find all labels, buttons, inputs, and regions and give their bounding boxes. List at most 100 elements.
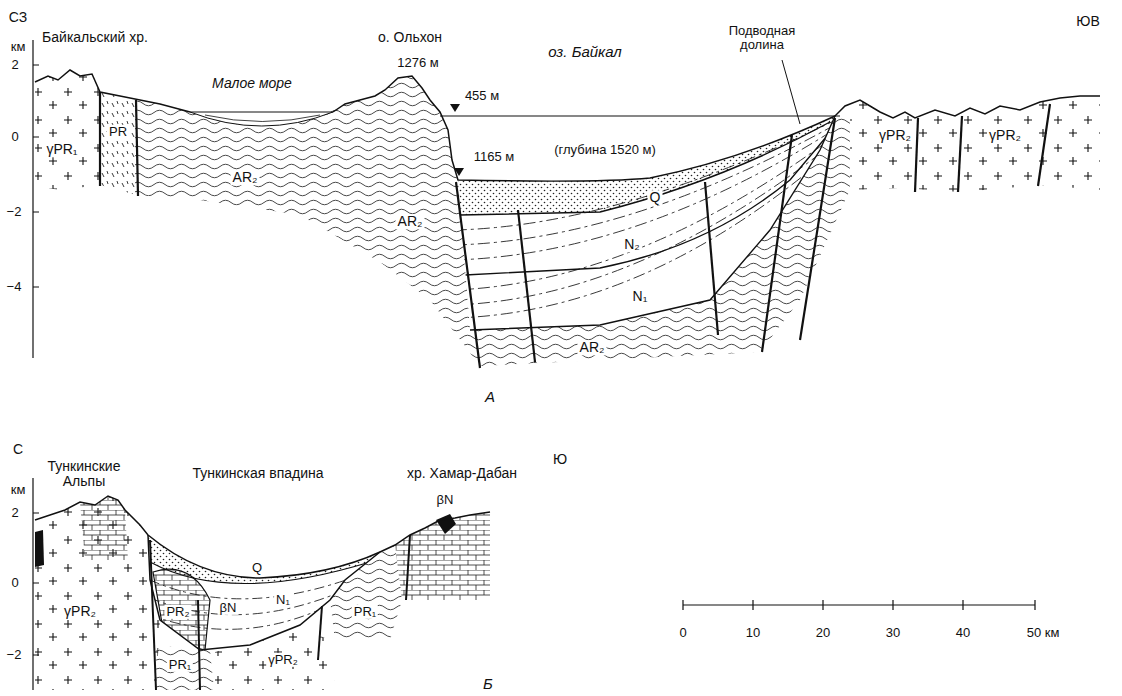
- fault: [800, 118, 835, 340]
- section-label: км: [9, 483, 28, 497]
- section-label: 0: [677, 626, 688, 640]
- section-label: 40: [954, 626, 972, 640]
- section-label: о. Ольхон: [376, 30, 444, 45]
- section-label: 10: [744, 626, 762, 640]
- section-label: γPR₂: [877, 128, 913, 143]
- basin-ground: [140, 530, 390, 660]
- section-label: Б: [481, 676, 495, 693]
- section-label: βN: [218, 601, 239, 615]
- level-marker: [450, 104, 460, 112]
- neogene-layers: [455, 118, 840, 318]
- section-label: С: [11, 442, 25, 457]
- section-label: PR₁: [352, 605, 378, 619]
- limestone: [395, 512, 490, 600]
- section-label: 0: [9, 576, 20, 590]
- section-label: 20: [814, 626, 832, 640]
- leader-line: [782, 60, 800, 124]
- section-label: А: [483, 389, 497, 406]
- fault: [318, 606, 322, 660]
- section-label: ЮВ: [1074, 14, 1101, 29]
- faults: [100, 92, 1050, 368]
- basin-base: [148, 535, 380, 650]
- fault: [456, 182, 480, 368]
- section-label: γPR₁: [44, 142, 79, 157]
- section-label: хр. Хамар-Дабан: [405, 466, 519, 481]
- section-label: Q: [250, 561, 264, 575]
- section-label: 30: [884, 626, 902, 640]
- level-marker: [454, 168, 464, 176]
- lake-level: [440, 115, 840, 116]
- section-label: СЗ: [7, 10, 29, 25]
- depth-axis: [32, 478, 33, 690]
- section-label: AR₂: [231, 170, 260, 185]
- section-label: Малое море: [210, 76, 294, 91]
- section-label: N₁: [274, 593, 292, 607]
- fault: [705, 182, 718, 335]
- section-label: 2: [9, 506, 20, 520]
- layer-line: [455, 122, 840, 245]
- section-label: γPR₂: [62, 604, 98, 619]
- basin-ground: [440, 100, 860, 340]
- proterozoic-rock: [100, 92, 137, 195]
- fault: [1038, 104, 1050, 186]
- fault: [136, 100, 138, 196]
- depth-axis: [32, 40, 33, 358]
- section-label: Тункинские Альпы: [37, 459, 131, 490]
- fault: [518, 210, 535, 362]
- granite: [35, 70, 100, 190]
- basalt-dyke: [35, 530, 44, 567]
- section-label: PR₁: [167, 658, 193, 672]
- section-label: Байкальский хр.: [40, 30, 150, 45]
- section-label: Подводная долина: [715, 24, 809, 53]
- section-label: 1276 м: [395, 56, 440, 70]
- limestone-block: [153, 569, 210, 650]
- section-label: км: [9, 40, 28, 54]
- granite: [35, 496, 160, 690]
- section-label: Ю: [551, 452, 569, 467]
- scale-ticks: [683, 600, 1035, 610]
- basin-fill: [440, 100, 860, 340]
- section-label: γPR₂: [266, 653, 300, 667]
- section-label: PR₂: [164, 605, 191, 619]
- section-label: (глубина 1520 м): [552, 143, 658, 157]
- section-label: 50 км: [1025, 626, 1062, 640]
- fault: [915, 118, 918, 192]
- section-label: 1165 м: [472, 150, 517, 164]
- basin-fill: [140, 530, 390, 660]
- section-label: Тункинская впадина: [190, 466, 325, 481]
- small-sea-lens: [190, 112, 333, 126]
- layer-line: [455, 145, 840, 318]
- fault: [150, 540, 156, 690]
- layer-line: [455, 138, 840, 305]
- fault: [406, 535, 410, 600]
- section-label: Q: [648, 190, 663, 205]
- limestone: [80, 496, 128, 560]
- layer-boundary: [460, 122, 830, 215]
- scale-bar: [683, 604, 1035, 605]
- section-label: PR: [107, 125, 129, 139]
- section-label: AR₂: [396, 214, 425, 229]
- section-label: −2: [5, 205, 24, 219]
- fault: [99, 92, 101, 186]
- section-label: −4: [5, 280, 24, 294]
- basalt-cap: [436, 514, 456, 534]
- fault: [198, 600, 200, 690]
- quaternary-sediment: [458, 116, 835, 215]
- fault: [958, 116, 962, 192]
- relief-profile: [35, 70, 1100, 181]
- proterozoic-rock: [156, 645, 214, 690]
- faults: [150, 535, 410, 690]
- section-label: N₁: [631, 289, 650, 304]
- section-label: оз. Байкал: [546, 44, 624, 61]
- section-label: N₂: [622, 237, 642, 252]
- section-label: 455 м: [463, 89, 501, 103]
- small-sea-layer: [205, 115, 320, 122]
- relief-profile: [35, 496, 490, 578]
- section-label: γPR₂: [987, 128, 1023, 143]
- fault: [762, 135, 792, 352]
- section-label: −2: [5, 648, 24, 662]
- section-label: 2: [9, 58, 20, 72]
- layer-boundary: [465, 130, 832, 275]
- section-label: AR₂: [578, 340, 607, 355]
